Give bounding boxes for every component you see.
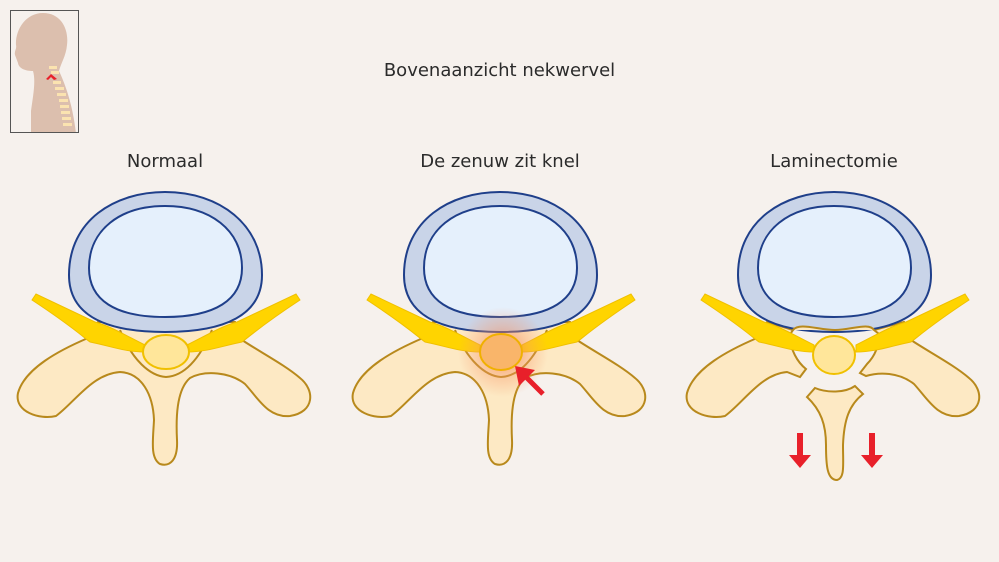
intervertebral-disc: [68, 191, 263, 333]
vertebra-laminectomy: [685, 191, 981, 482]
spinal-cord: [479, 333, 523, 371]
panel-title-normal: Normaal: [126, 151, 204, 172]
intervertebral-disc: [737, 191, 932, 333]
panel-title-pinched-nerve: De zenuw zit knel: [420, 151, 580, 172]
diagram-title: Bovenaanzicht nekwervel: [383, 60, 616, 81]
red-arrow-up-left: [515, 366, 545, 396]
panel-title-laminectomy: Laminectomie: [770, 151, 898, 172]
spinal-cord: [812, 335, 856, 375]
removed-lamina: [805, 384, 865, 482]
red-arrow-down: [861, 433, 883, 468]
head-neck-thumbnail: [10, 10, 79, 133]
vertebra-pinched: [351, 191, 647, 466]
spinal-cord: [142, 334, 190, 370]
canal-rim: [792, 325, 875, 332]
red-arrow-down: [789, 433, 811, 468]
vertebra-normal: [16, 191, 312, 466]
